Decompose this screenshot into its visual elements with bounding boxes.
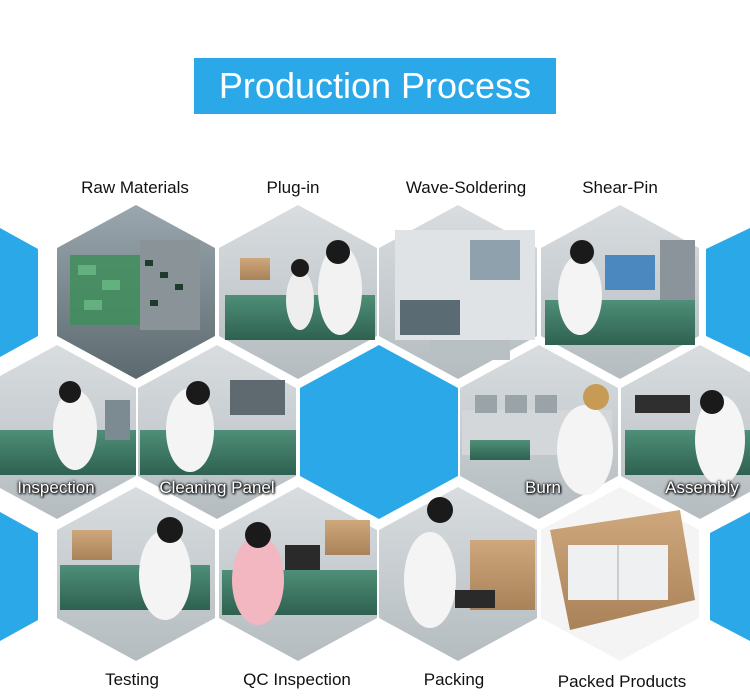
step-label-packing: Packing xyxy=(423,670,485,689)
step-label-assembly: Assembly xyxy=(665,478,739,497)
step-label-shear-pin: Shear-Pin xyxy=(582,178,658,197)
hex-blue-center xyxy=(300,345,458,519)
edge-hex-left-upper xyxy=(0,228,38,357)
edge-hex-left-lower xyxy=(0,512,38,641)
page-title-banner: Production Process xyxy=(194,58,556,114)
page-title: Production Process xyxy=(218,65,532,106)
step-label-inspection: Inspection xyxy=(17,478,95,497)
hex-cleaning-panel xyxy=(138,345,296,519)
hex-shear-pin xyxy=(541,205,699,379)
hex-packed-products xyxy=(541,487,699,661)
hex-inspection xyxy=(0,345,136,519)
step-label-wave-soldering: Wave-Soldering xyxy=(405,178,527,197)
step-label-raw-materials: Raw Materials xyxy=(81,178,189,197)
edge-hex-right-lower xyxy=(710,512,750,641)
step-label-cleaning-panel: Cleaning Panel xyxy=(159,478,275,497)
hex-wave-soldering xyxy=(379,205,537,379)
hex-packing xyxy=(379,487,537,661)
hex-testing xyxy=(57,487,215,661)
step-label-testing: Testing xyxy=(105,670,159,689)
hex-assembly xyxy=(621,345,750,519)
hex-raw-materials xyxy=(57,205,215,379)
step-label-qc-inspection: QC Inspection xyxy=(243,670,351,689)
step-label-plug-in: Plug-in xyxy=(266,178,320,197)
edge-hex-right-upper xyxy=(706,228,750,357)
step-label-packed-products: Packed Products xyxy=(557,672,687,691)
hex-qc-inspection xyxy=(219,487,377,661)
hex-plug-in xyxy=(219,205,377,379)
hex-burn xyxy=(460,345,618,519)
step-label-burn: Burn xyxy=(525,478,561,497)
